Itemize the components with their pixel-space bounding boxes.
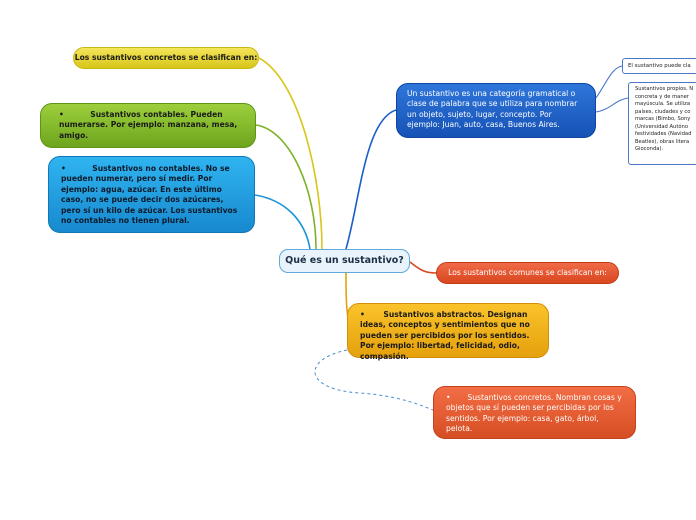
connector-puede [595,65,623,99]
relation-dashed [314,349,434,411]
topic-contables[interactable]: • Sustantivos contables. Pueden numerars… [40,103,256,148]
topic-definicion[interactable]: Un sustantivo es una categoría gramatica… [396,83,596,138]
topic-label: • Sustantivos contables. Pueden numerars… [59,110,240,140]
topic-label: Un sustantivo es una categoría gramatica… [407,89,578,130]
topic-label: Los sustantivos concretos se clasifican … [74,53,258,62]
connector-contables [255,124,317,250]
connector-definicion [345,109,397,250]
topic-concretos[interactable]: • Sustantivos concretos. Nombran cosas y… [433,386,636,439]
topic-concretos-clasifican[interactable]: Los sustantivos concretos se clasifican … [73,47,259,69]
connector-no-contables [254,194,311,250]
central-topic-label: Qué es un sustantivo? [285,255,404,266]
topic-label: Los sustantivos comunes se clasifican en… [448,268,607,277]
subtopic-label: Sustantivos propios. N concreta y de man… [635,86,694,153]
topic-comunes-clasifican[interactable]: Los sustantivos comunes se clasifican en… [436,262,619,284]
topic-label: • Sustantivos concretos. Nombran cosas y… [446,393,625,434]
topic-label: • Sustantivos abstractos. Designan ideas… [360,310,533,361]
central-topic[interactable]: Qué es un sustantivo? [279,249,410,273]
subtopic-propios[interactable]: Sustantivos propios. N concreta y de man… [628,82,696,165]
topic-no-contables[interactable]: • Sustantivos no contables. No se pueden… [48,156,255,233]
topic-abstractos[interactable]: • Sustantivos abstractos. Designan ideas… [347,303,549,361]
subtopic-puede-clasificarse[interactable]: El sustantivo puede cla [622,58,696,74]
connector-comunes [409,261,437,274]
connector-propios [595,97,629,113]
topic-label: • Sustantivos no contables. No se pueden… [61,164,240,226]
connector-concretos-head [258,57,323,250]
subtopic-label: El sustantivo puede cla [628,63,691,69]
